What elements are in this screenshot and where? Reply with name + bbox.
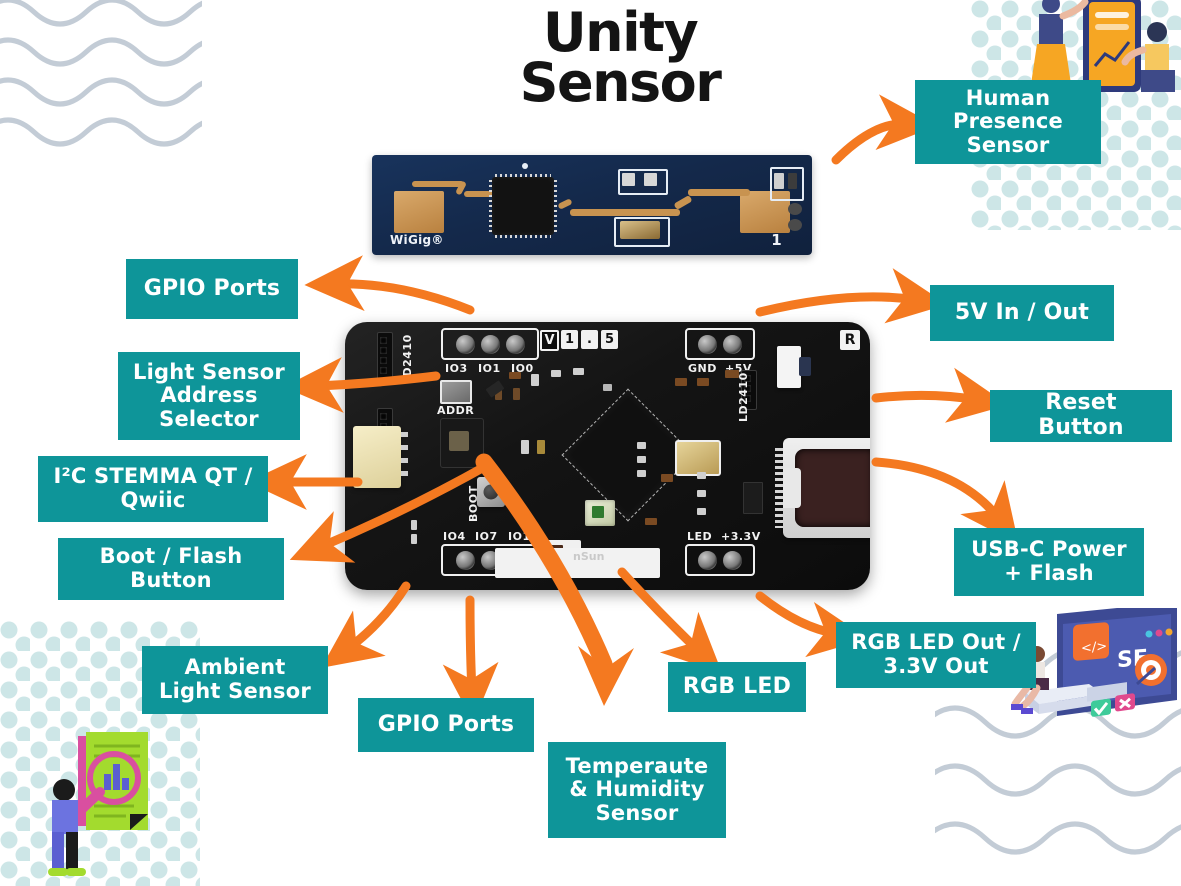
arrow-to-human-presence-sensor xyxy=(831,94,937,165)
arrow-to-rgb-led xyxy=(617,567,723,674)
arrow-to-rgb-led-out-3v3-out xyxy=(755,591,869,658)
label-gpio-ports-bottom[interactable]: GPIO Ports xyxy=(358,698,534,752)
arrow-head-temperature-humidity xyxy=(578,646,634,706)
reset-button-switch xyxy=(777,346,811,388)
label-reset-button[interactable]: Reset Button xyxy=(990,390,1172,442)
label-usb-c-power-flash[interactable]: USB-C Power+ Flash xyxy=(954,528,1144,596)
arrow-to-usb-c-power-flash xyxy=(871,457,1019,545)
silk-io7: IO7 xyxy=(475,530,498,543)
label-i2c-stemma-qt-qwiic[interactable]: I²C STEMMA QT /Qwiic xyxy=(38,456,268,522)
silk-gnd: GND xyxy=(688,362,717,375)
arrow-to-reset-button xyxy=(871,367,1009,423)
mmwave-radar-chip xyxy=(489,174,557,238)
arrow-to-light-sensor-address-selector xyxy=(283,357,441,413)
silk-io1: IO1 xyxy=(478,362,501,375)
silk-addr: ADDR xyxy=(437,404,475,417)
silk-3v3: +3.3V xyxy=(721,530,761,543)
board-bottom-silk-strip xyxy=(495,548,660,578)
silk-io3: IO3 xyxy=(445,362,468,375)
rgb-led-3v3-pads xyxy=(685,544,755,576)
silk-led: LED xyxy=(687,530,713,543)
mmwave-index-silkscreen: 1 xyxy=(771,231,782,249)
unity-sensor-main-board-image: V 1 . 5 R IO3 IO1 IO0 GND +5V IO4 IO7 IO… xyxy=(345,322,870,590)
page-title-line2: Sensor xyxy=(519,50,722,114)
board-version-char-3: 5 xyxy=(601,330,618,349)
arrow-to-gpio-ports-bottom xyxy=(442,595,499,723)
mmwave-brand-silkscreen: WiGig® xyxy=(390,233,444,247)
silk-io4: IO4 xyxy=(443,530,466,543)
mmwave-presence-module-image: WiGig® 1 xyxy=(372,155,812,255)
board-brand-silkscreen: nSun xyxy=(573,550,605,563)
light-sensor-address-selector-switch xyxy=(440,380,472,404)
board-version-char-2: . xyxy=(581,330,598,349)
stemma-qt-qwiic-connector xyxy=(353,426,408,488)
label-rgb-led[interactable]: RGB LED xyxy=(668,662,806,712)
label-rgb-led-out-3v3-out[interactable]: RGB LED Out /3.3V Out xyxy=(836,622,1036,688)
usb-c-connector xyxy=(775,438,870,538)
arrow-to-gpio-ports-top xyxy=(304,255,475,315)
board-version-char-0: V xyxy=(540,330,559,351)
ld2410-header-right xyxy=(741,370,757,410)
arrow-to-temperature-humidity-sensor xyxy=(475,453,613,673)
power-pads-5v xyxy=(685,328,755,360)
label-5v-in-out[interactable]: 5V In / Out xyxy=(930,285,1114,341)
page-title: Unity Sensor xyxy=(470,6,770,114)
silk-io0: IO0 xyxy=(511,362,534,375)
board-version-char-1: 1 xyxy=(561,330,578,349)
rgb-led-component xyxy=(585,500,615,526)
label-gpio-ports-top[interactable]: GPIO Ports xyxy=(126,259,298,319)
arrow-to-boot-flash-button xyxy=(289,461,491,563)
reset-button-silkscreen: R xyxy=(840,330,860,350)
page-title-line1: Unity xyxy=(542,1,699,64)
gpio-pads-top xyxy=(441,328,539,360)
arrow-to-5v-in-out xyxy=(755,268,948,324)
crystal-oscillator xyxy=(675,440,721,476)
arrow-to-ambient-light-sensor xyxy=(321,581,411,668)
